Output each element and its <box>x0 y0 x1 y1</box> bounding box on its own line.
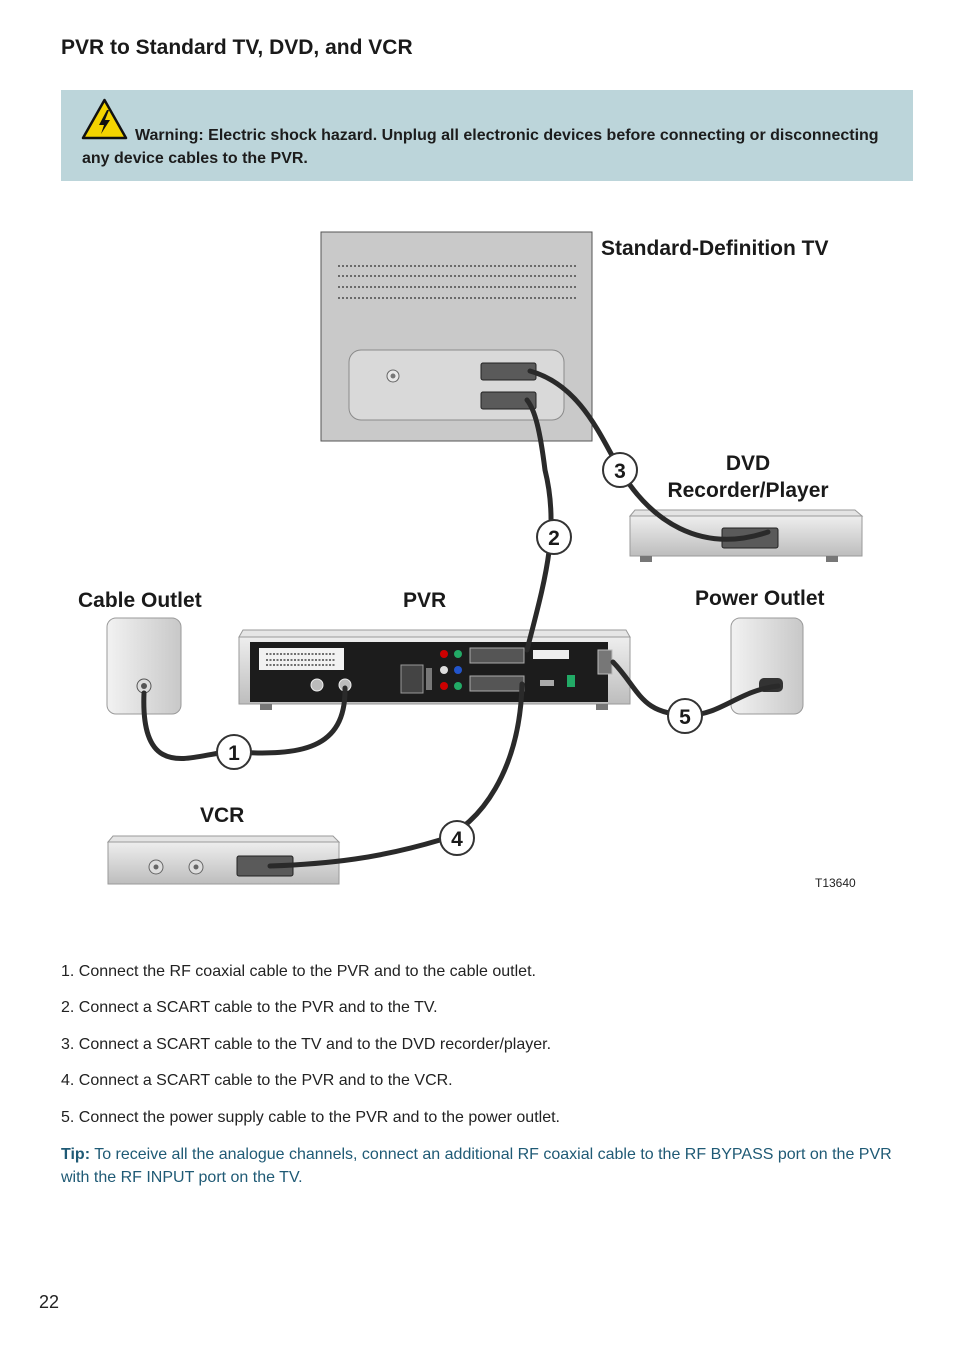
electric-shock-warning-icon <box>81 98 128 140</box>
cables <box>141 368 781 869</box>
instruction-steps: 1. Connect the RF coaxial cable to the P… <box>61 961 911 1143</box>
vcr-label: VCR <box>200 804 245 827</box>
tv-label: Standard-Definition TV <box>601 237 829 260</box>
callout-number-3: 3 <box>614 460 626 483</box>
step-item: 1. Connect the RF coaxial cable to the P… <box>61 963 536 980</box>
tip-text: To receive all the analogue channels, co… <box>61 1146 892 1186</box>
pvr-label: PVR <box>403 589 447 612</box>
power-outlet-illustration <box>730 617 804 715</box>
dvd-label-line-1: DVD <box>725 452 771 475</box>
vcr-illustration <box>106 835 341 885</box>
pvr-illustration <box>238 629 631 710</box>
callout-circle-4 <box>439 820 475 856</box>
warning-box: Warning: Electric shock hazard. Unplug a… <box>61 90 913 181</box>
callout-circle-3 <box>602 452 638 488</box>
page-number: 22 <box>39 1292 60 1312</box>
tip-note: Tip: To receive all the analogue channel… <box>61 1143 911 1189</box>
figure-code: T13640 <box>815 876 856 890</box>
page-title: PVR to Standard TV, DVD, and VCR <box>61 36 413 59</box>
callout-circle-1 <box>216 734 252 770</box>
power-outlet-label: Power Outlet <box>695 587 825 610</box>
cable-2-scart-pvr-tv <box>524 397 554 653</box>
cable-outlet-label: Cable Outlet <box>78 589 202 612</box>
dvd-label-line-2: Recorder/Player <box>667 479 829 502</box>
callout-circles <box>216 452 703 856</box>
connection-diagram: 1 2 3 4 5 Standard-Definition TV DVD Rec… <box>0 210 954 930</box>
warning-text: Warning: Electric shock hazard. Unplug a… <box>82 127 879 167</box>
callout-number-2: 2 <box>548 527 560 550</box>
step-item: 5. Connect the power supply cable to the… <box>61 1108 560 1126</box>
dvd-label: DVD Recorder/Player <box>660 450 836 504</box>
tv-illustration <box>320 231 593 442</box>
callout-circle-2 <box>536 519 572 555</box>
connection-diagram-graphic: 1 2 3 4 5 <box>106 231 864 885</box>
callout-number-1: 1 <box>228 742 240 765</box>
step-item: 2. Connect a SCART cable to the PVR and … <box>61 999 438 1017</box>
callout-number-4: 4 <box>451 828 463 851</box>
step-item: 3. Connect a SCART cable to the TV and t… <box>61 1035 552 1053</box>
callout-number-5: 5 <box>679 706 691 729</box>
step-item: 4. Connect a SCART cable to the PVR and … <box>61 1072 453 1090</box>
tip-label: Tip: <box>61 1146 91 1163</box>
callout-circle-5 <box>667 698 703 734</box>
